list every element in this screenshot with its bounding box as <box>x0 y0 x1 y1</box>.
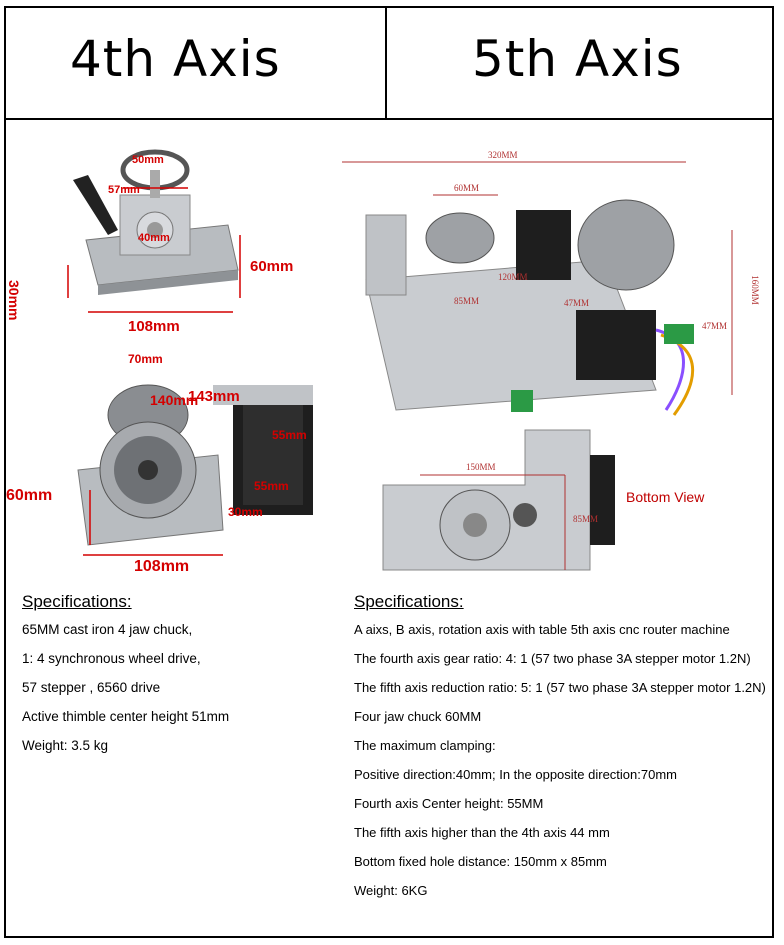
dim-143mm: 143mm <box>188 388 240 405</box>
photo-5th-axis-assembly <box>342 161 733 416</box>
left-spec-line-4: Active thimble center height 51mm <box>22 709 230 724</box>
right-spec-line-8: The fifth axis higher than the 4th axis … <box>354 825 610 840</box>
title-4th-axis: 4th Axis <box>70 30 281 88</box>
photo-5th-axis-bottom-view <box>382 429 615 571</box>
header-divider <box>385 6 387 120</box>
dim-85mm-bottom: 85MM <box>573 514 599 524</box>
left-spec-line-2: 1: 4 synchronous wheel drive, <box>22 651 201 666</box>
outer-frame <box>4 6 774 938</box>
dim-108mm-bottom: 108mm <box>134 558 190 575</box>
dim-60mm-top: 60mm <box>250 258 294 275</box>
dim-70mm: 70mm <box>128 352 163 366</box>
title-5th-axis: 5th Axis <box>472 30 683 88</box>
dim-140mm: 140mm <box>150 392 199 408</box>
dim-50mm-top: 50mm <box>132 154 164 166</box>
right-spec-line-9: Bottom fixed hole distance: 150mm x 85mm <box>354 854 607 869</box>
dim-30mm-top: 30mm <box>6 280 22 321</box>
right-spec-line-4: Four jaw chuck 60MM <box>354 709 482 724</box>
dim-85mm-5th: 85MM <box>454 296 480 306</box>
right-spec-line-6: Positive direction:40mm; In the opposite… <box>354 767 677 782</box>
photo-4th-axis-tailstock <box>67 149 241 313</box>
right-spec-line-10: Weight: 6KG <box>354 883 428 898</box>
right-spec-line-3: The fifth axis reduction ratio: 5: 1 (57… <box>354 680 766 695</box>
dim-47mm-a: 47MM <box>564 298 590 308</box>
dim-320mm: 320MM <box>488 150 518 160</box>
dim-108mm-top: 108mm <box>128 318 180 335</box>
right-spec-line-2: The fourth axis gear ratio: 4: 1 (57 two… <box>354 651 751 666</box>
right-specs-title: Specifications: <box>354 592 464 611</box>
photo-4th-axis-chuck <box>77 384 313 556</box>
dim-160mm: 160MM <box>749 275 760 305</box>
right-spec-line-7: Fourth axis Center height: 55MM <box>354 796 544 811</box>
left-spec-line-3: 57 stepper , 6560 drive <box>22 680 161 695</box>
left-spec-line-1: 65MM cast iron 4 jaw chuck, <box>22 622 193 637</box>
right-spec-line-5: The maximum clamping: <box>354 738 496 753</box>
dim-47mm-b: 47MM <box>702 321 728 331</box>
dim-150mm: 150MM <box>466 462 496 472</box>
left-spec-line-5: Weight: 3.5 kg <box>22 738 109 753</box>
bottom-view-label: Bottom View <box>626 489 705 505</box>
dim-55mm-a: 55mm <box>272 428 307 442</box>
dim-55mm-b: 55mm <box>254 479 289 493</box>
dim-57mm-top: 57mm <box>108 184 140 196</box>
dim-60mm-bottom: 60mm <box>6 487 53 504</box>
dim-120mm: 120MM <box>498 272 528 282</box>
dim-30mm-bottom: 30mm <box>228 505 263 519</box>
dim-40mm-top: 40mm <box>138 232 170 244</box>
left-specs-title: Specifications: <box>22 592 132 611</box>
right-spec-line-1: A aixs, B axis, rotation axis with table… <box>354 622 730 637</box>
header-bar <box>4 6 774 120</box>
dim-60mm-5th: 60MM <box>454 183 480 193</box>
